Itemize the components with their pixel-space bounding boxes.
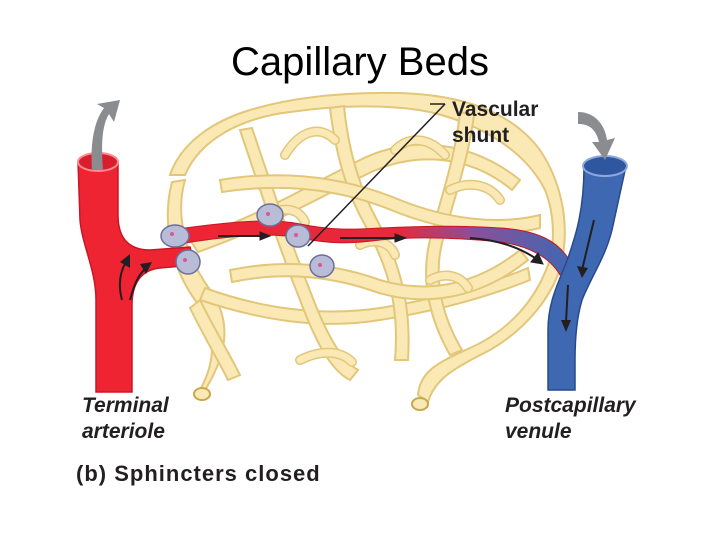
vascular-shunt-leader — [307, 103, 446, 247]
postcapillary-venule — [547, 155, 628, 391]
vascular-shunt-label-line1: Vascular — [452, 98, 539, 121]
caption-text: Sphincters closed — [114, 461, 321, 486]
vascular-shunt-label: Vascular shunt — [452, 97, 538, 149]
figure-caption: (b) Sphincters closed — [76, 461, 321, 487]
postcapillary-venule-label-line2: venule — [505, 420, 572, 443]
precapillary-sphincters — [160, 203, 335, 278]
terminal-arteriole-label-line1: Terminal — [82, 394, 169, 417]
page-title: Capillary Beds — [231, 40, 489, 84]
postcapillary-venule-label: Postcapillary venule — [505, 393, 636, 445]
postcapillary-venule-label-line1: Postcapillary — [505, 394, 636, 417]
flow-arrows — [218, 231, 544, 265]
terminal-arteriole-label-line2: arteriole — [82, 420, 165, 443]
vascular-shunt-label-line2: shunt — [452, 124, 510, 147]
terminal-arteriole-label: Terminal arteriole — [82, 393, 169, 445]
caption-part: (b) — [76, 461, 108, 486]
terminal-arteriole — [77, 152, 196, 393]
direction-arrows — [91, 100, 615, 170]
